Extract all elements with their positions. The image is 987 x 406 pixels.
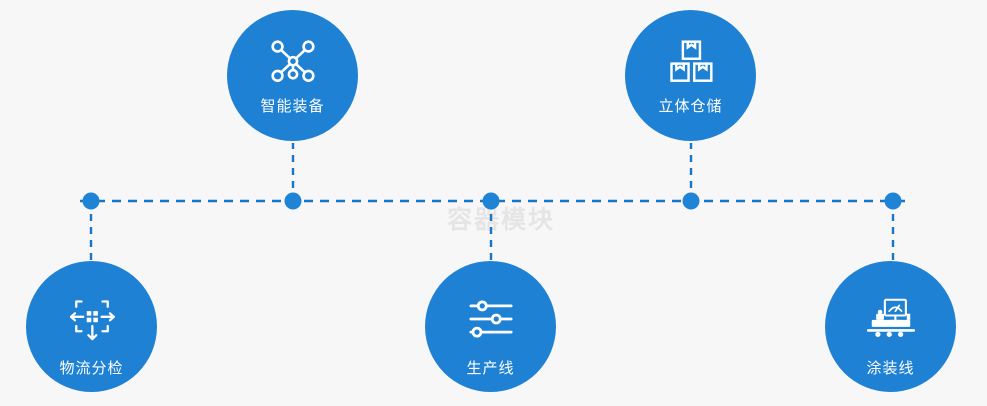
node-production-line[interactable]: 生产线: [425, 261, 556, 392]
node-label-stereoscopic-warehouse: 立体仓储: [658, 97, 723, 115]
junction-dot-painting-line: [884, 192, 902, 210]
junction-dot-intelligent-equipment: [284, 192, 302, 210]
junction-dot-stereoscopic-warehouse: [682, 192, 700, 210]
node-stereoscopic-warehouse[interactable]: 立体仓储: [625, 10, 756, 141]
sliders-icon: [468, 300, 513, 338]
node-label-production-line: 生产线: [466, 359, 515, 377]
node-painting-line[interactable]: 涂装线: [825, 261, 956, 392]
sorting-arrows-icon: [69, 300, 115, 341]
paint-booth-icon: [866, 298, 915, 337]
node-label-logistics-sorting: 物流分检: [59, 359, 124, 377]
node-logistics-sorting[interactable]: 物流分检: [26, 261, 157, 392]
network-nodes-icon: [270, 40, 315, 82]
node-label-painting-line: 涂装线: [866, 359, 915, 377]
node-intelligent-equipment[interactable]: 智能装备: [227, 10, 358, 141]
junction-dot-production-line: [482, 192, 500, 210]
junction-dot-logistics-sorting: [82, 192, 100, 210]
stacked-boxes-icon: [669, 40, 713, 82]
node-label-intelligent-equipment: 智能装备: [260, 97, 325, 115]
